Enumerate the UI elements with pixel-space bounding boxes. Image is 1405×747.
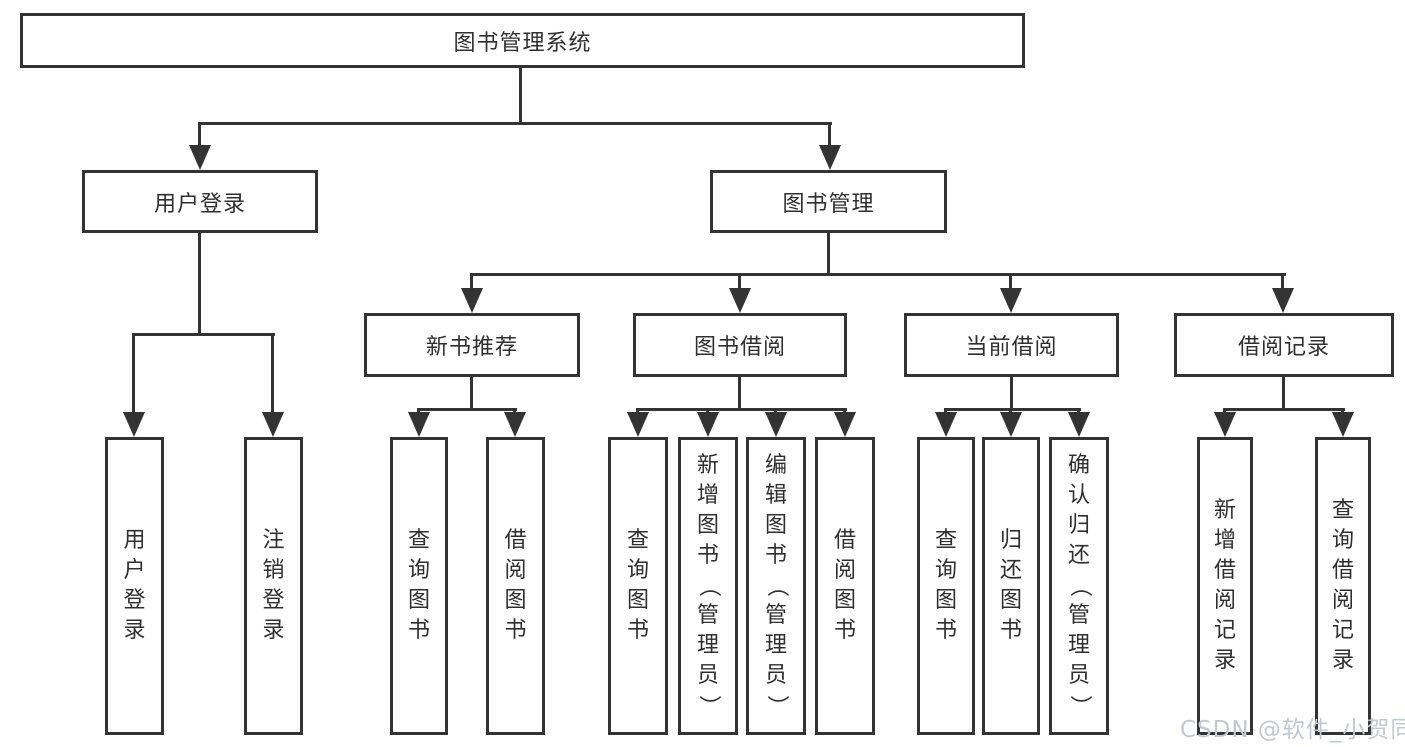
leaf-query-borrow-record: 查询借阅记录 <box>1315 437 1371 735</box>
node-label: 图书管理 <box>782 191 875 217</box>
leaf-add-borrow-record: 新增借阅记录 <box>1197 437 1253 735</box>
connector-level2-hline <box>198 122 832 125</box>
node-book-management: 图书管理 <box>710 170 947 233</box>
leaf-query-books-current: 查询图书 <box>917 437 975 735</box>
arrow-down-icon <box>1068 408 1090 437</box>
leaf-query-books-borrow: 查询图书 <box>608 437 668 735</box>
leaf-query-books-recommend: 查询图书 <box>390 437 448 735</box>
connector-book-mgmt-stub <box>827 232 830 276</box>
leaf-logout: 注销登录 <box>244 437 303 735</box>
node-new-book-recommend: 新书推荐 <box>364 313 580 377</box>
node-label: 新书推荐 <box>425 335 518 360</box>
node-label: 借阅记录 <box>1237 335 1330 360</box>
connector-borrow-record-stub <box>1282 376 1285 410</box>
connector-borrow-record-hline <box>1223 408 1345 411</box>
leaf-label: 注销登录 <box>262 528 285 643</box>
node-library-system: 图书管理系统 <box>20 13 1025 68</box>
connector-user-login-hline <box>132 333 275 336</box>
leaf-confirm-return-admin: 确认归还（管理员） <box>1049 437 1109 735</box>
arrow-down-icon <box>1000 273 1022 313</box>
leaf-label: 确认归还（管理员） <box>1066 453 1092 718</box>
arrow-down-icon <box>819 122 841 170</box>
leaf-label: 查询图书 <box>934 528 957 643</box>
arrow-down-icon <box>627 408 649 437</box>
connector-book-borrow-hline <box>636 408 847 411</box>
leaf-label: 新增借阅记录 <box>1213 498 1236 673</box>
arrow-down-icon <box>1272 273 1294 313</box>
arrow-down-icon <box>765 408 787 437</box>
arrow-down-icon <box>1332 408 1354 437</box>
node-label: 图书管理系统 <box>453 30 592 56</box>
connector-new-book-hline <box>417 408 517 411</box>
arrow-down-icon <box>697 408 719 437</box>
arrow-down-icon <box>189 122 211 170</box>
leaf-label: 归还图书 <box>999 528 1022 643</box>
leaf-add-books-admin: 新增图书（管理员） <box>678 437 738 735</box>
leaf-label: 新增图书（管理员） <box>695 453 721 718</box>
leaf-label: 借阅图书 <box>504 528 527 643</box>
leaf-label: 查询图书 <box>626 528 649 643</box>
arrow-down-icon <box>262 333 284 437</box>
arrow-down-icon <box>504 408 526 437</box>
leaf-user-login: 用户登录 <box>105 437 164 735</box>
connector-book-borrow-stub <box>738 376 741 410</box>
node-current-borrow: 当前借阅 <box>904 313 1119 377</box>
connector-current-borrow-hline <box>944 408 1081 411</box>
node-borrow-records: 借阅记录 <box>1174 313 1394 377</box>
node-label: 图书借阅 <box>693 335 786 360</box>
leaf-return-books: 归还图书 <box>982 437 1040 735</box>
arrow-down-icon <box>123 333 145 437</box>
arrow-down-icon <box>729 273 751 313</box>
leaf-label: 编辑图书（管理员） <box>763 453 789 718</box>
leaf-borrow-books: 借阅图书 <box>815 437 875 735</box>
connector-new-book-stub <box>470 376 473 410</box>
connector-root-stub <box>519 68 522 125</box>
node-book-borrow: 图书借阅 <box>633 313 847 377</box>
connector-level3-hline <box>470 273 1286 276</box>
leaf-label: 借阅图书 <box>833 528 856 643</box>
arrow-down-icon <box>408 408 430 437</box>
leaf-borrow-books-recommend: 借阅图书 <box>486 437 545 735</box>
csdn-watermark: CSDN @软件_小贺同学 <box>1180 717 1405 743</box>
arrow-down-icon <box>935 408 957 437</box>
node-label: 当前借阅 <box>965 335 1058 360</box>
arrow-down-icon <box>1214 408 1236 437</box>
leaf-label: 用户登录 <box>123 528 146 643</box>
arrow-down-icon <box>834 408 856 437</box>
arrow-down-icon <box>1000 408 1022 437</box>
leaf-edit-books-admin: 编辑图书（管理员） <box>746 437 806 735</box>
connector-current-borrow-stub <box>1010 376 1013 410</box>
leaf-label: 查询借阅记录 <box>1331 498 1354 673</box>
arrow-down-icon <box>461 273 483 313</box>
leaf-label: 查询图书 <box>407 528 430 643</box>
node-label: 用户登录 <box>153 191 246 217</box>
connector-user-login-stub <box>198 232 201 336</box>
node-user-login: 用户登录 <box>82 170 318 233</box>
